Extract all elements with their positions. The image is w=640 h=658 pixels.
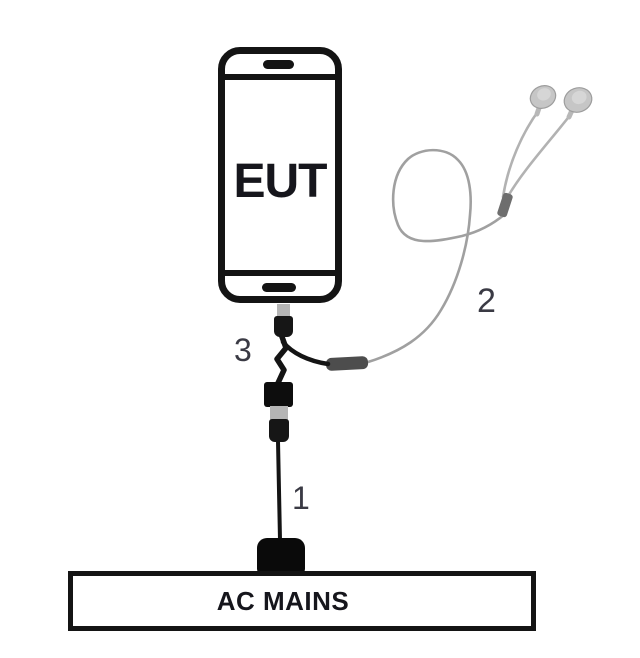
power-adapter-icon	[257, 538, 305, 574]
earbud-left-icon	[529, 85, 557, 109]
usb-adapter-head	[264, 382, 293, 407]
eut-label: EUT	[233, 155, 328, 208]
callout-charger-cable: 1	[292, 480, 310, 516]
phone-speaker-slot-icon	[263, 60, 294, 69]
ac-mains-box: AC MAINS	[68, 571, 536, 631]
earbud-left-wire	[501, 108, 541, 199]
phone-connector-plug	[274, 316, 293, 337]
earbud-right-wire	[505, 112, 573, 200]
ac-mains-label: AC MAINS	[216, 585, 350, 616]
earphone-cord-junction	[497, 192, 513, 218]
usb-cable-plug	[269, 419, 289, 442]
eut-phone: EUT	[218, 47, 342, 303]
usb-metal-connector	[270, 406, 288, 420]
phone-connector-neck	[277, 304, 290, 317]
splitter-branch-cable	[280, 339, 331, 367]
callout-adapter-cable: 3	[234, 332, 252, 368]
phone-top-bezel-line	[225, 74, 335, 80]
earbud-right-icon	[563, 87, 593, 113]
charger-cable	[276, 439, 282, 542]
callout-earphones: 2	[477, 282, 496, 320]
phone-home-slot-icon	[262, 283, 296, 292]
headphone-adapter-barrel	[325, 356, 369, 371]
splitter-main-cable	[274, 331, 289, 386]
earphone-cable	[366, 148, 507, 364]
phone-bottom-bezel-line	[225, 270, 335, 276]
